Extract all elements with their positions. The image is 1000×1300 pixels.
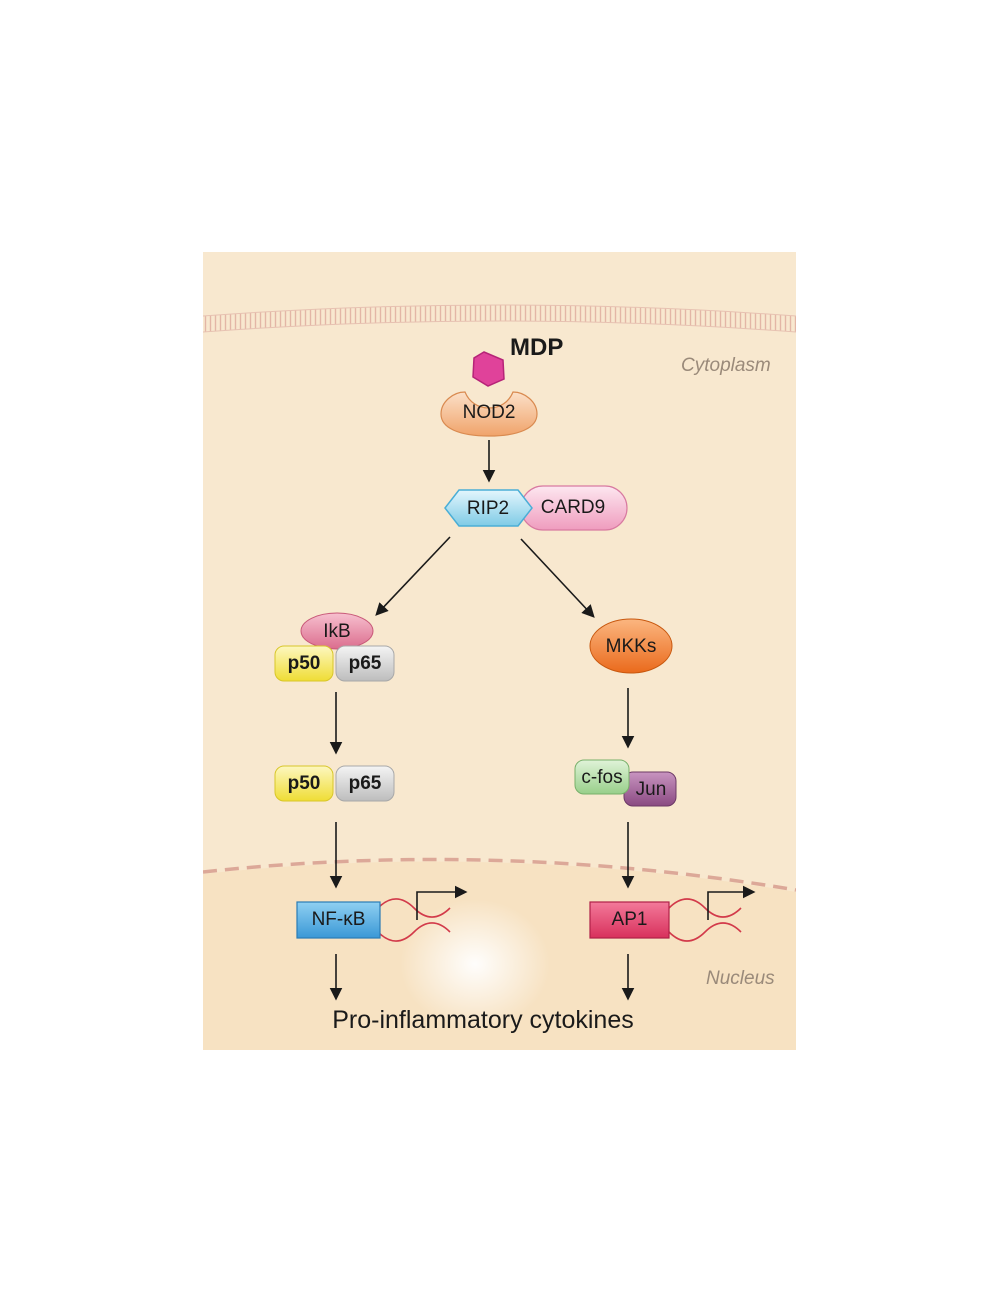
cfos-label: c-fos [581,767,623,788]
jun-label: Jun [635,779,667,800]
ap1-label: AP1 [611,909,648,930]
ap1-dna [668,885,756,942]
ikb-shape [300,612,374,650]
mkks-label: MKKs [605,636,657,657]
p65-label: p65 [348,653,382,674]
free-p65-label: p65 [348,773,382,794]
nucleus-glow [400,899,550,1029]
cytoplasm-label: Cytoplasm [681,355,771,376]
mkks-shape [589,618,673,674]
p65-shape [335,645,395,682]
ikb-label: IkB [323,621,351,642]
mdp-ligand-shape [472,351,505,387]
nfkb-shape [296,901,381,939]
nuclear-envelope [203,857,796,892]
pathway-arrows [329,440,635,1001]
nfkb-dna [377,885,468,942]
cell-membrane [203,304,796,333]
free-p50-shape [274,765,334,802]
ap1-shape [589,901,670,939]
mdp-label: MDP [510,334,564,361]
rip2-label: RIP2 [466,498,510,519]
rip2-shape [444,489,533,527]
arrow-rip2-mkks [520,538,595,618]
cfos-shape [574,759,630,795]
p50-label: p50 [287,653,321,674]
nucleus-label: Nucleus [706,968,775,989]
arrow-rip2-ikb [375,536,451,616]
card9-label: CARD9 [540,497,606,518]
nod2-shape [440,391,538,437]
free-p65-shape [335,765,395,802]
nod2-label: NOD2 [462,402,516,423]
pathway-diagram: Cytoplasm Nucleus MDP NOD2 RIP2 CARD9 Ik… [203,252,796,1050]
nfkb-label: NF-κB [311,909,366,930]
diagram-canvas [203,304,796,1050]
p50-shape [274,645,334,682]
cytokines-label: Pro-inflammatory cytokines [332,1006,634,1034]
free-p50-label: p50 [287,773,321,794]
